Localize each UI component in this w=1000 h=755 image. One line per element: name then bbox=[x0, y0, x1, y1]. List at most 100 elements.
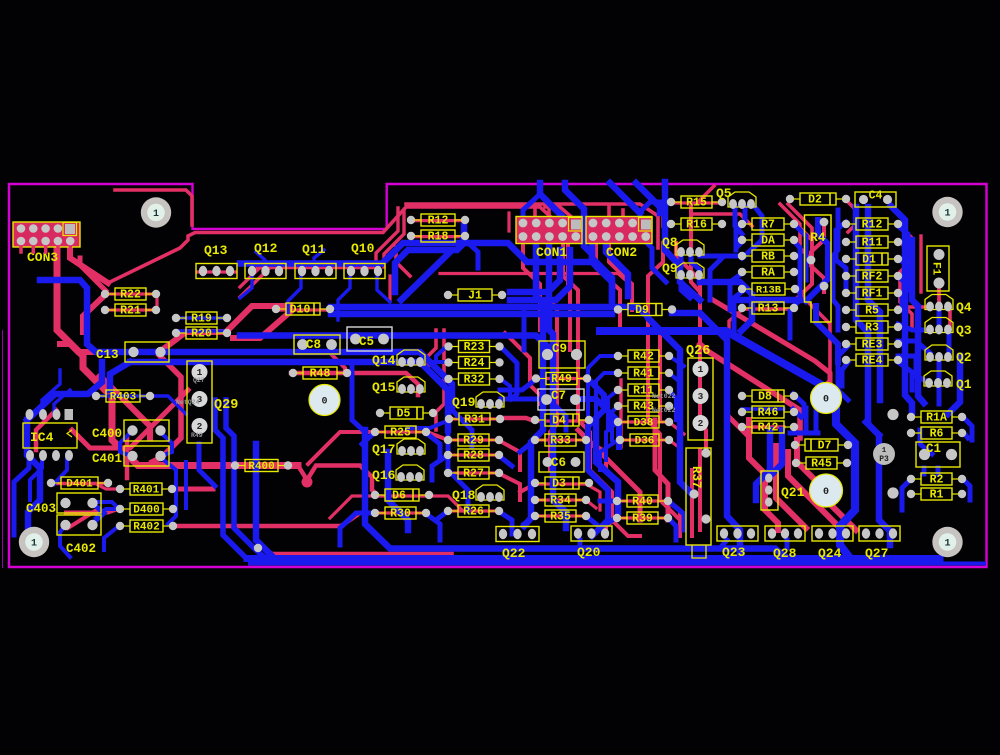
svg-text:C403: C403 bbox=[26, 502, 56, 516]
svg-text:Q27: Q27 bbox=[865, 546, 888, 561]
svg-text:Q5: Q5 bbox=[716, 186, 732, 201]
svg-text:D8: D8 bbox=[758, 391, 772, 404]
svg-text:Q9: Q9 bbox=[662, 261, 678, 276]
svg-text:D10: D10 bbox=[290, 304, 311, 317]
svg-text:C401: C401 bbox=[92, 452, 122, 466]
svg-text:Q15: Q15 bbox=[372, 380, 396, 395]
svg-text:Q10: Q10 bbox=[351, 241, 375, 256]
svg-text:Q4: Q4 bbox=[956, 300, 972, 315]
svg-text:RF2: RF2 bbox=[862, 271, 883, 284]
svg-text:1: 1 bbox=[944, 539, 950, 550]
svg-text:1: 1 bbox=[698, 364, 704, 375]
svg-text:R34: R34 bbox=[550, 495, 571, 508]
svg-text:R42: R42 bbox=[633, 351, 654, 364]
svg-text:Q1: Q1 bbox=[956, 377, 972, 392]
svg-text:P3: P3 bbox=[879, 455, 889, 464]
svg-text:C13: C13 bbox=[96, 348, 119, 362]
svg-text:CON2: CON2 bbox=[606, 245, 637, 260]
svg-text:Q24: Q24 bbox=[818, 546, 842, 561]
svg-text:RB: RB bbox=[761, 251, 775, 264]
svg-text:R1: R1 bbox=[930, 489, 944, 502]
svg-text:Q29: Q29 bbox=[214, 398, 238, 413]
svg-text:R2: R2 bbox=[930, 474, 944, 487]
svg-text:C9: C9 bbox=[552, 342, 567, 356]
svg-text:R403: R403 bbox=[110, 392, 137, 404]
svg-text:Q19: Q19 bbox=[452, 395, 476, 410]
svg-text:IC4: IC4 bbox=[30, 430, 54, 445]
svg-text:F1: F1 bbox=[930, 262, 942, 276]
svg-text:Net022: Net022 bbox=[652, 393, 676, 400]
svg-text:R24: R24 bbox=[464, 357, 485, 370]
svg-text:R33: R33 bbox=[550, 435, 571, 448]
svg-text:C1: C1 bbox=[926, 442, 941, 456]
svg-text:D1: D1 bbox=[862, 254, 876, 267]
svg-text:D38: D38 bbox=[634, 418, 654, 430]
svg-text:Q22: Q22 bbox=[502, 546, 526, 561]
svg-text:R40: R40 bbox=[632, 496, 653, 509]
svg-text:R15: R15 bbox=[686, 197, 707, 210]
svg-text:3: 3 bbox=[698, 391, 704, 402]
svg-text:RF1: RF1 bbox=[862, 288, 883, 301]
svg-text:R19: R19 bbox=[191, 313, 212, 326]
svg-text:D400: D400 bbox=[133, 505, 159, 517]
svg-text:R3: R3 bbox=[865, 322, 879, 335]
svg-text:D3: D3 bbox=[552, 478, 566, 491]
svg-text:Q12: Q12 bbox=[254, 241, 278, 256]
svg-text:C402: C402 bbox=[66, 542, 96, 556]
svg-text:Net022: Net022 bbox=[652, 407, 676, 414]
svg-text:R16: R16 bbox=[686, 219, 707, 232]
svg-text:1: 1 bbox=[882, 447, 887, 455]
svg-text:1: 1 bbox=[31, 539, 37, 550]
svg-text:RE3: RE3 bbox=[862, 339, 883, 352]
svg-text:NetQ24: NetQ24 bbox=[176, 399, 200, 406]
svg-text:Q20: Q20 bbox=[577, 545, 601, 560]
svg-text:3: 3 bbox=[197, 394, 203, 405]
svg-text:R35: R35 bbox=[550, 511, 571, 524]
svg-text:D36: D36 bbox=[635, 436, 655, 448]
svg-text:D5: D5 bbox=[397, 408, 411, 421]
svg-text:R27: R27 bbox=[463, 468, 484, 481]
svg-text:R45: R45 bbox=[811, 458, 832, 471]
svg-text:CON1: CON1 bbox=[536, 245, 567, 260]
svg-text:R18: R18 bbox=[428, 231, 449, 244]
svg-text:Q3: Q3 bbox=[956, 323, 972, 338]
svg-text:R21: R21 bbox=[120, 305, 141, 318]
svg-text:R12: R12 bbox=[862, 219, 883, 232]
svg-text:R13: R13 bbox=[758, 303, 779, 316]
svg-text:R1A: R1A bbox=[926, 412, 947, 425]
svg-text:J1: J1 bbox=[468, 290, 482, 303]
svg-text:R402: R402 bbox=[133, 522, 159, 534]
svg-text:0: 0 bbox=[823, 487, 829, 498]
svg-text:C7: C7 bbox=[551, 389, 566, 403]
svg-text:R11: R11 bbox=[862, 237, 883, 250]
svg-text:Q28: Q28 bbox=[773, 546, 797, 561]
svg-text:Q11: Q11 bbox=[302, 242, 326, 257]
svg-text:Q23: Q23 bbox=[722, 545, 746, 560]
svg-text:1: 1 bbox=[153, 209, 159, 220]
svg-text:0: 0 bbox=[823, 395, 829, 406]
svg-text:R5: R5 bbox=[865, 305, 879, 318]
svg-text:Q18: Q18 bbox=[452, 488, 476, 503]
svg-text:Q14: Q14 bbox=[372, 353, 396, 368]
svg-text:D6: D6 bbox=[392, 490, 406, 503]
svg-text:R20: R20 bbox=[191, 328, 212, 341]
svg-text:R6: R6 bbox=[930, 428, 944, 441]
svg-text:Q17: Q17 bbox=[372, 442, 395, 457]
svg-text:Q27: Q27 bbox=[193, 377, 205, 384]
svg-text:R49: R49 bbox=[551, 373, 572, 386]
svg-text:R28: R28 bbox=[463, 450, 484, 463]
svg-text:D4: D4 bbox=[552, 415, 566, 428]
svg-text:C5: C5 bbox=[359, 335, 374, 349]
svg-text:R7: R7 bbox=[761, 219, 775, 232]
svg-text:R12: R12 bbox=[428, 215, 449, 228]
svg-text:R401: R401 bbox=[133, 485, 160, 497]
svg-text:R11: R11 bbox=[633, 385, 654, 398]
svg-text:Q8: Q8 bbox=[662, 235, 678, 250]
svg-text:R23: R23 bbox=[464, 341, 485, 354]
svg-text:2: 2 bbox=[698, 418, 704, 429]
svg-text:D2: D2 bbox=[808, 194, 822, 207]
svg-text:R25: R25 bbox=[390, 427, 411, 440]
svg-text:1: 1 bbox=[944, 209, 950, 220]
svg-text:R42: R42 bbox=[758, 422, 779, 435]
svg-text:R30: R30 bbox=[390, 508, 411, 521]
